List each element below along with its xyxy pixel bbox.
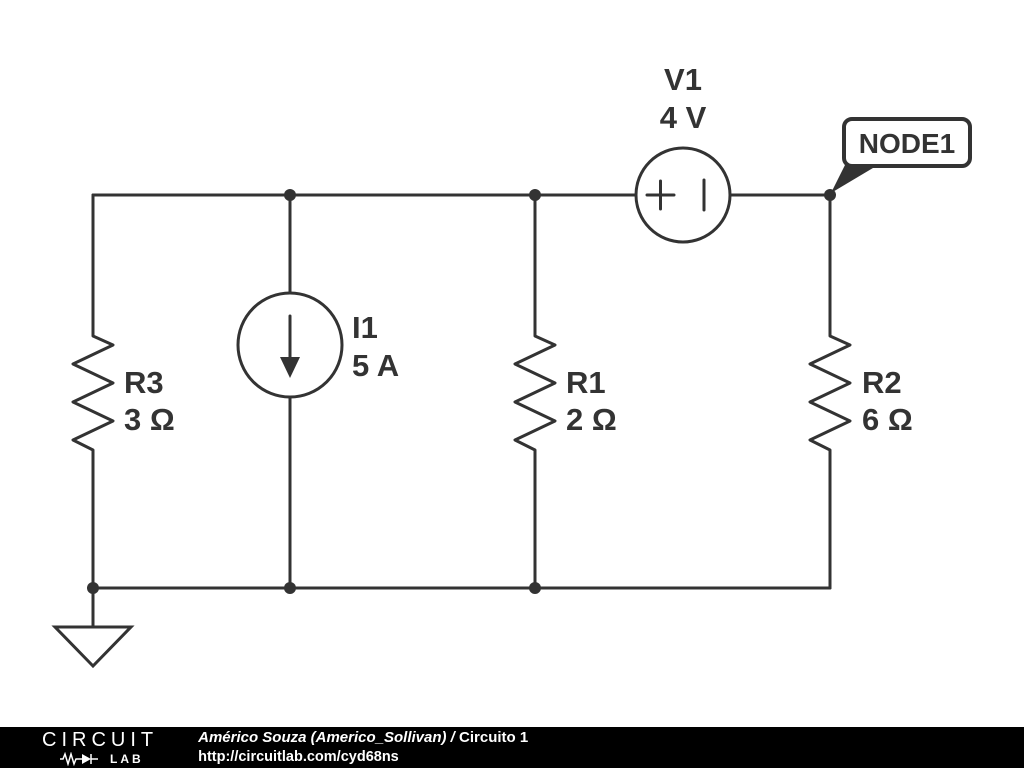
component-name: V1 bbox=[664, 62, 702, 97]
resistor-zigzag bbox=[513, 193, 557, 590]
author-text: Américo Souza (Americo_Sollivan) bbox=[198, 729, 447, 747]
current-source-I1[interactable]: I1 5 A bbox=[236, 193, 399, 590]
resistor-R3[interactable]: R3 3 Ω bbox=[71, 193, 175, 590]
resistor-R1[interactable]: R1 2 Ω bbox=[513, 193, 617, 590]
byline: Américo Souza (Americo_Sollivan) / Circu… bbox=[198, 729, 528, 766]
logo-lab-text: LAB bbox=[110, 751, 144, 766]
circuit-url[interactable]: http://circuitlab.com/cyd68ns bbox=[198, 748, 399, 765]
flag-box bbox=[842, 117, 972, 168]
component-name: R2 bbox=[862, 365, 902, 400]
resistor-diode-icon bbox=[60, 751, 98, 766]
node-label-NODE1[interactable]: NODE1 bbox=[831, 117, 972, 193]
circuitlab-logo[interactable]: CIRCUIT LAB bbox=[42, 730, 158, 766]
byline-line: Américo Souza (Americo_Sollivan) / Circu… bbox=[198, 729, 528, 748]
wire-net bbox=[91, 193, 832, 590]
junction-dot bbox=[529, 582, 541, 594]
schematic-canvas: R3 3 Ω I1 5 A R1 2 Ω bbox=[51, 62, 972, 669]
component-value: 2 Ω bbox=[566, 402, 617, 437]
ground-symbol[interactable] bbox=[51, 586, 135, 669]
junction-dot bbox=[87, 582, 99, 594]
resistor-zigzag bbox=[71, 193, 115, 590]
component-name: I1 bbox=[352, 310, 378, 345]
junction-dots bbox=[87, 189, 836, 594]
component-name: R1 bbox=[566, 365, 606, 400]
junction-dot bbox=[824, 189, 836, 201]
resistor-R2[interactable]: R2 6 Ω bbox=[808, 193, 913, 590]
down-arrow-icon bbox=[280, 314, 300, 378]
junction-dot bbox=[529, 189, 541, 201]
logo-circuit-text: CIRCUIT bbox=[42, 728, 159, 751]
byline-separator: / bbox=[446, 729, 460, 747]
flag-tail bbox=[831, 161, 878, 193]
circuit-schematic: R3 3 Ω I1 5 A R1 2 Ω bbox=[51, 62, 972, 669]
junction-dot bbox=[284, 582, 296, 594]
footer-bar: CIRCUIT LAB Américo Souza (Americo_Solli… bbox=[0, 727, 1024, 768]
node-label-text: NODE1 bbox=[859, 128, 955, 159]
circuit-title: Circuito 1 bbox=[459, 729, 529, 747]
component-value: 3 Ω bbox=[124, 402, 175, 437]
voltage-source-circle bbox=[634, 146, 732, 244]
component-value: 5 A bbox=[352, 348, 399, 383]
plus-icon bbox=[645, 179, 676, 211]
component-value: 6 Ω bbox=[862, 402, 913, 437]
resistor-zigzag bbox=[808, 193, 852, 590]
component-value: 4 V bbox=[660, 100, 707, 135]
component-name: R3 bbox=[124, 365, 164, 400]
junction-dot bbox=[284, 189, 296, 201]
ground-triangle-icon bbox=[51, 625, 135, 669]
voltage-source-V1[interactable]: V1 4 V bbox=[634, 62, 732, 244]
